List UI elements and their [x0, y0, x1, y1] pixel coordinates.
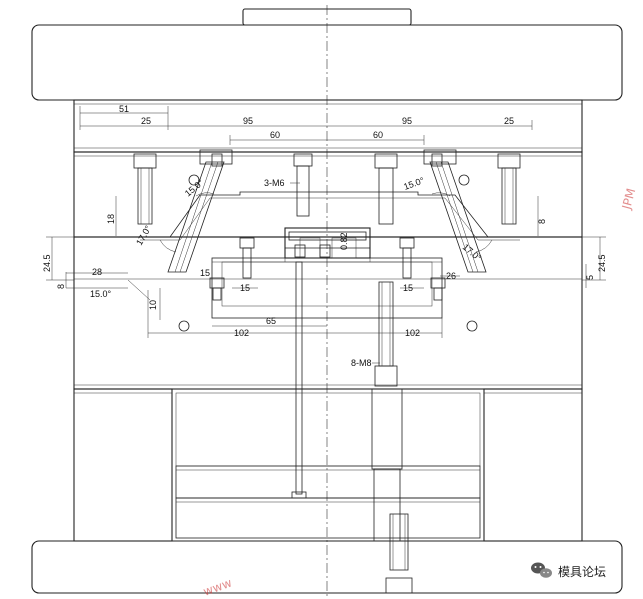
dim-102-right: 102 [405, 328, 420, 338]
dim-8-left: 8 [56, 284, 66, 289]
callout-8-m8: 8-M8 [351, 358, 372, 368]
dimension-labels: 51 25 95 60 60 95 25 18 8 24.5 24.5 28 8… [42, 104, 607, 338]
lifter-left [167, 149, 233, 273]
core-insert [284, 227, 371, 262]
return-pin [371, 388, 403, 542]
dim-26: 26 [446, 271, 456, 281]
lifter-right [423, 149, 487, 273]
screw-center-right [374, 153, 398, 225]
dim-15-right: 15 [403, 283, 413, 293]
dim-24-5-left: 24.5 [42, 254, 52, 272]
forum-name: 模具论坛 [558, 565, 606, 579]
guide-hole-left-top [188, 174, 200, 186]
dim-18: 18 [106, 214, 116, 224]
screw-left-outer [133, 153, 157, 225]
dim-5-right: 5 [585, 275, 595, 280]
ejector-pin [291, 261, 307, 499]
dim-65: 65 [266, 316, 276, 326]
dim-10: 10 [148, 300, 158, 310]
dim-51: 51 [119, 104, 129, 114]
dim-8-right: 8 [537, 219, 547, 224]
screw-lower-right [430, 277, 446, 301]
angle-15-top-right: 15.0° [402, 175, 426, 192]
dim-25-left: 25 [141, 116, 151, 126]
callout-3-m6: 3-M6 [264, 178, 285, 188]
screw-lower-left [209, 277, 225, 301]
screw-mid-right [399, 237, 415, 279]
spacer-blocks [73, 388, 583, 542]
angle-15-small: 15 [200, 268, 210, 278]
dim-0-82: 0.82 [339, 232, 349, 250]
guide-hole-left-bottom [178, 320, 190, 332]
stamp-watermark-top: JPM [619, 187, 638, 212]
dim-25-right: 25 [504, 116, 514, 126]
ejector-plates [175, 392, 481, 539]
angle-17-left: 17.0° [134, 223, 153, 247]
screw-m8 [374, 281, 398, 387]
dim-95-left: 95 [243, 116, 253, 126]
dim-15-angle-left: 15.0° [90, 289, 112, 299]
guide-hole-right-bottom [466, 320, 478, 332]
support-plate [73, 236, 583, 390]
dim-15-left: 15 [240, 283, 250, 293]
dim-28: 28 [92, 267, 102, 277]
stamp-watermark-bottom: www [201, 576, 234, 599]
screw-center-left [293, 153, 313, 217]
wechat-icon [531, 562, 552, 578]
bottom-clamp-plate [31, 540, 623, 594]
screw-mid-left [239, 237, 255, 279]
dim-24-5-right: 24.5 [597, 254, 607, 272]
dimension-lines [46, 106, 606, 364]
dim-95-right: 95 [402, 116, 412, 126]
screw-right-outer [497, 153, 521, 225]
dim-102-left: 102 [234, 328, 249, 338]
guide-hole-right-top [458, 174, 470, 186]
dim-60-right: 60 [373, 130, 383, 140]
sprue-bushing-bottom [385, 513, 413, 594]
dim-60-left: 60 [270, 130, 280, 140]
forum-watermark: 模具论坛 [531, 562, 606, 579]
